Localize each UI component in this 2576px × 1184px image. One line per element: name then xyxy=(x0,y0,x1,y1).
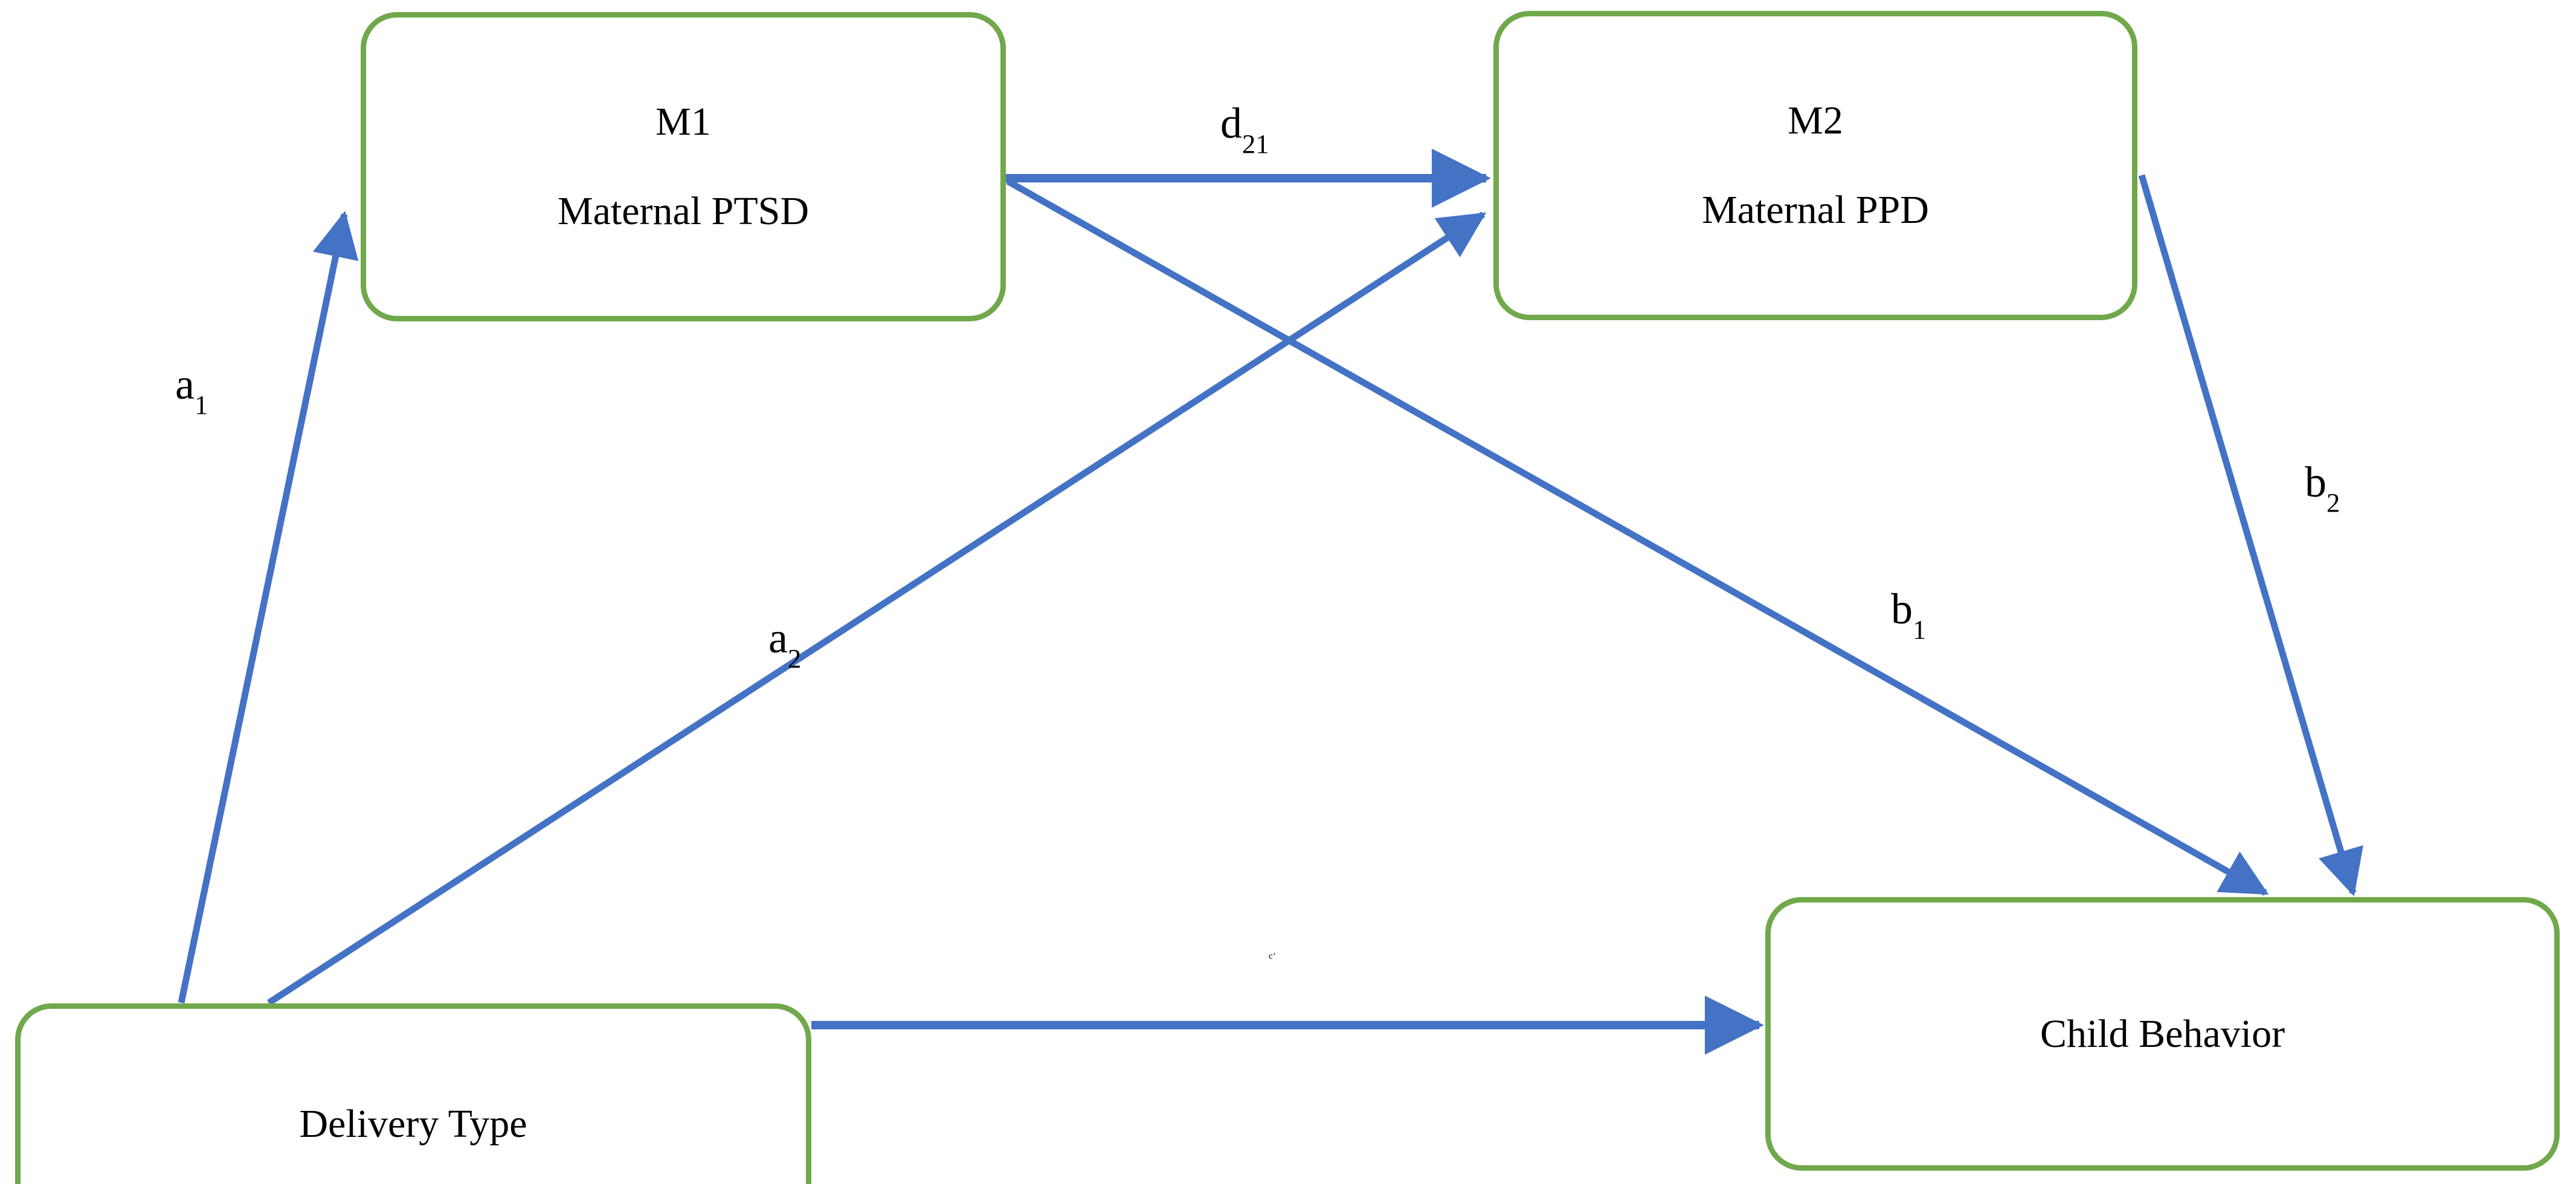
path-label-a2: a2 xyxy=(768,614,801,672)
path-label-d21-sub: 21 xyxy=(1242,129,1269,159)
node-m2-label: Maternal PPD xyxy=(1702,188,1929,232)
edge-a2-line xyxy=(267,211,1487,1006)
node-m1-code: M1 xyxy=(655,100,711,144)
path-label-b2-sub: 2 xyxy=(2326,487,2340,518)
path-label-c-prime: c’ xyxy=(1269,951,1276,960)
path-label-b1: b1 xyxy=(1891,585,1926,643)
edge-a1-line xyxy=(178,210,359,1004)
node-child-behavior[interactable]: Child Behavior xyxy=(1765,897,2560,1171)
node-delivery-type-label: Delivery Type xyxy=(299,1102,527,1147)
path-label-b1-sub: 1 xyxy=(1913,614,1927,645)
path-label-b1-base: b xyxy=(1891,585,1913,633)
path-label-a1-sub: 1 xyxy=(194,390,208,420)
edge-b2-line xyxy=(2138,174,2363,896)
node-maternal-ptsd[interactable]: M1 Maternal PTSD xyxy=(361,12,1006,321)
path-label-d21: d21 xyxy=(1220,99,1269,158)
node-child-behavior-label: Child Behavior xyxy=(2040,1011,2285,1056)
path-label-a1-base: a xyxy=(175,360,195,408)
path-label-b2-base: b xyxy=(2305,458,2326,506)
node-m1-label: Maternal PTSD xyxy=(557,189,810,233)
node-maternal-ppd[interactable]: M2 Maternal PPD xyxy=(1493,11,2137,320)
path-label-a2-base: a xyxy=(768,614,788,662)
path-label-b2: b2 xyxy=(2305,458,2340,516)
path-label-d21-base: d xyxy=(1220,99,1242,147)
path-label-a2-sub: 2 xyxy=(787,643,802,674)
node-m2-code: M2 xyxy=(1788,98,1843,143)
node-delivery-type[interactable]: Delivery Type xyxy=(15,1003,811,1184)
path-label-a1: a1 xyxy=(175,360,208,419)
edge-b1-line xyxy=(1006,178,2269,896)
path-label-c-prime-base: c’ xyxy=(1269,951,1276,961)
